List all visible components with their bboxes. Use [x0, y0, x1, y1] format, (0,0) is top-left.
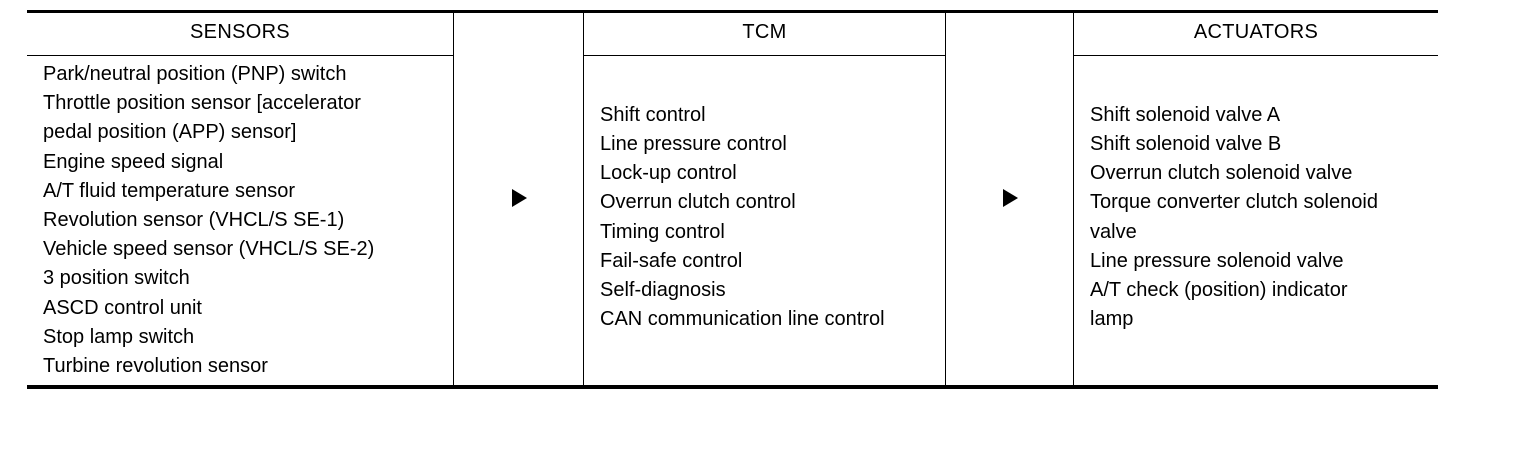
actuator-item: A/T check (position) indicator — [1090, 278, 1348, 301]
sensor-item: 3 position switch — [43, 267, 190, 290]
sensor-item: A/T fluid temperature sensor — [43, 179, 295, 202]
sensors-header: SENSORS — [27, 13, 453, 56]
sensors-column: SENSORS Park/neutral position (PNP) swit… — [27, 13, 453, 385]
actuators-column: ACTUATORS Shift solenoid valve A Shift s… — [1073, 13, 1438, 385]
tcm-column: TCM Shift control Line pressure control … — [583, 13, 945, 385]
right-arrow-icon — [1002, 189, 1018, 207]
actuator-item: valve — [1090, 220, 1137, 243]
sensor-item: Vehicle speed sensor (VHCL/S SE-2) — [43, 238, 375, 261]
actuator-item: Line pressure solenoid valve — [1090, 249, 1344, 272]
sensor-item: pedal position (APP) sensor] — [43, 121, 297, 144]
actuator-item: Overrun clutch solenoid valve — [1090, 162, 1353, 185]
tcm-item: Lock-up control — [600, 162, 737, 185]
sensor-item: Park/neutral position (PNP) switch — [43, 63, 347, 85]
sensor-item: Engine speed signal — [43, 150, 224, 173]
tcm-item: Timing control — [600, 220, 725, 243]
control-system-diagram: SENSORS Park/neutral position (PNP) swit… — [27, 10, 1438, 389]
sensor-item: Throttle position sensor [accelerator — [43, 92, 361, 115]
sensors-list: Park/neutral position (PNP) switch Throt… — [27, 56, 453, 385]
tcm-item: Fail-safe control — [600, 249, 743, 272]
right-arrow-icon — [511, 189, 527, 207]
tcm-item: Self-diagnosis — [600, 278, 726, 301]
tcm-list: Shift control Line pressure control Lock… — [584, 56, 945, 385]
tcm-item: Overrun clutch control — [600, 191, 796, 214]
actuator-item: Torque converter clutch solenoid — [1090, 191, 1378, 214]
sensor-item: Stop lamp switch — [43, 325, 195, 348]
tcm-header: TCM — [584, 13, 945, 56]
actuator-item: Shift solenoid valve A — [1090, 103, 1281, 126]
actuators-list: Shift solenoid valve A Shift solenoid va… — [1074, 56, 1438, 385]
sensors-to-tcm-column — [453, 13, 583, 385]
tcm-to-actuators-column — [945, 13, 1073, 385]
sensor-item: ASCD control unit — [43, 296, 202, 319]
sensor-item: Turbine revolution sensor — [43, 355, 268, 378]
tcm-item: Shift control — [600, 103, 706, 126]
tcm-item: Line pressure control — [600, 132, 787, 155]
actuator-item: Shift solenoid valve B — [1090, 132, 1282, 155]
tcm-item: CAN communication line control — [600, 308, 885, 331]
actuator-item: lamp — [1090, 308, 1134, 331]
actuators-header: ACTUATORS — [1074, 13, 1438, 56]
sensor-item: Revolution sensor (VHCL/S SE-1) — [43, 209, 345, 232]
